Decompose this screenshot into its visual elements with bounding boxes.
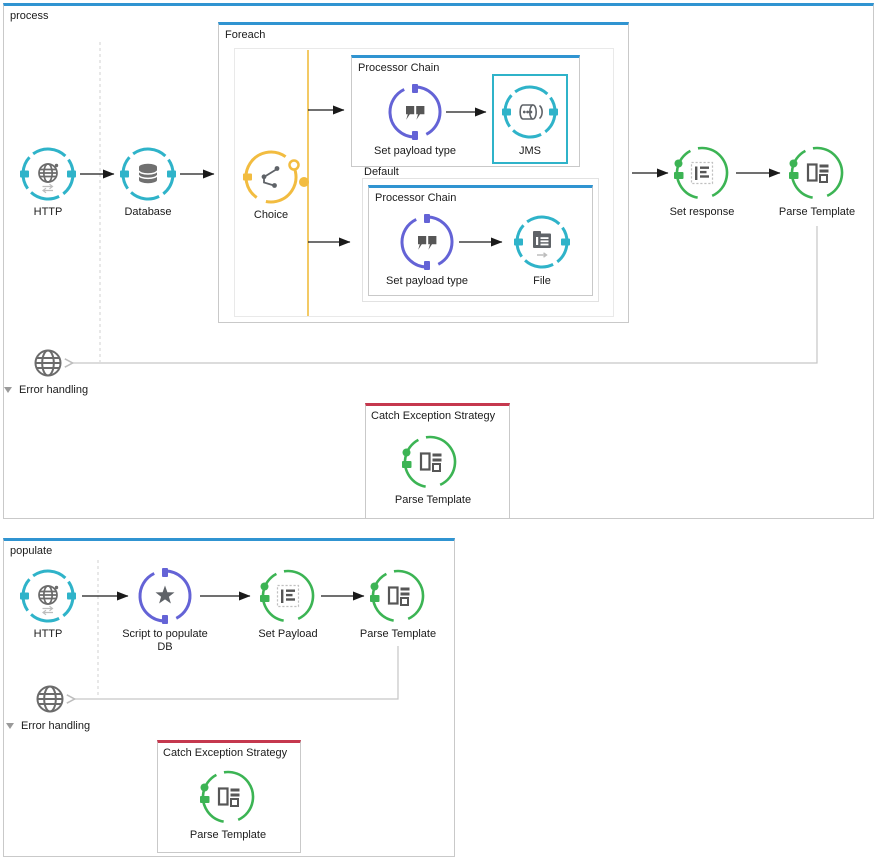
processor-chain-title: Processor Chain (358, 62, 440, 74)
flow-title: populate (10, 545, 53, 557)
node-parse-template-populate[interactable] (367, 565, 429, 627)
node-label: Set payload type (386, 275, 468, 287)
selection-outline-jms (492, 74, 568, 164)
database-cylinder-icon (111, 137, 185, 211)
catch-exception-title: Catch Exception Strategy (371, 410, 496, 422)
processor-chain-title: Processor Chain (375, 192, 457, 204)
node-script-to-populate-db[interactable] (137, 566, 193, 626)
folder-file-icon (505, 205, 579, 279)
default-branch-label: Default (364, 166, 399, 178)
http-globe-icon (11, 137, 85, 211)
star-script-icon (137, 566, 193, 626)
node-set-payload-type-default[interactable] (399, 212, 455, 272)
node-label: Script to populate DB (122, 628, 208, 653)
node-jms[interactable] (493, 75, 567, 149)
node-label: Choice (253, 209, 289, 221)
error-handling-label: Error handling (21, 720, 91, 732)
node-database[interactable] (111, 137, 185, 211)
node-label: Set payload type (374, 145, 456, 157)
node-label: Set response (669, 206, 735, 218)
error-handling-label: Error handling (19, 384, 89, 396)
node-label: HTTP (33, 628, 63, 640)
node-http-populate[interactable] (11, 559, 85, 633)
template-layout-icon (367, 565, 429, 627)
node-catch-parse-template-populate[interactable] (197, 766, 259, 828)
node-label: Parse Template (394, 494, 472, 506)
node-http[interactable] (11, 137, 85, 211)
node-label: Parse Template (189, 829, 267, 841)
double-quote-icon (399, 212, 455, 272)
flow-title: process (10, 10, 49, 22)
error-source-globe-icon (31, 346, 65, 380)
node-label: HTTP (33, 206, 63, 218)
collapse-triangle-icon[interactable] (4, 387, 12, 393)
node-label: File (533, 275, 551, 287)
node-set-response[interactable] (671, 142, 733, 204)
error-handling-header-populate[interactable]: Error handling (6, 720, 90, 732)
catch-exception-title: Catch Exception Strategy (163, 747, 288, 759)
node-file[interactable] (505, 205, 579, 279)
template-layout-icon (399, 431, 461, 493)
message-document-icon (671, 142, 733, 204)
node-label: Parse Template (359, 628, 437, 640)
node-set-payload[interactable] (257, 565, 319, 627)
collapse-triangle-icon[interactable] (6, 723, 14, 729)
choice-branch-icon (239, 145, 311, 209)
foreach-title: Foreach (225, 29, 266, 41)
double-quote-icon (387, 82, 443, 142)
node-choice[interactable] (239, 145, 313, 209)
http-globe-icon (11, 559, 85, 633)
message-document-icon (257, 565, 319, 627)
node-set-payload-type-when[interactable] (387, 82, 443, 142)
node-label: Set Payload (258, 628, 318, 640)
error-handling-header-process[interactable]: Error handling (4, 384, 88, 396)
node-label: Parse Template (778, 206, 856, 218)
node-label: Database (124, 206, 172, 218)
error-source-globe-icon (33, 682, 67, 716)
node-label: JMS (519, 145, 541, 157)
node-catch-parse-template-process[interactable] (399, 431, 461, 493)
template-layout-icon (197, 766, 259, 828)
catch-exception-strategy-box-process[interactable]: Catch Exception Strategy (365, 403, 510, 519)
message-queue-drum-icon (493, 75, 567, 149)
node-parse-template[interactable] (786, 142, 848, 204)
template-layout-icon (786, 142, 848, 204)
